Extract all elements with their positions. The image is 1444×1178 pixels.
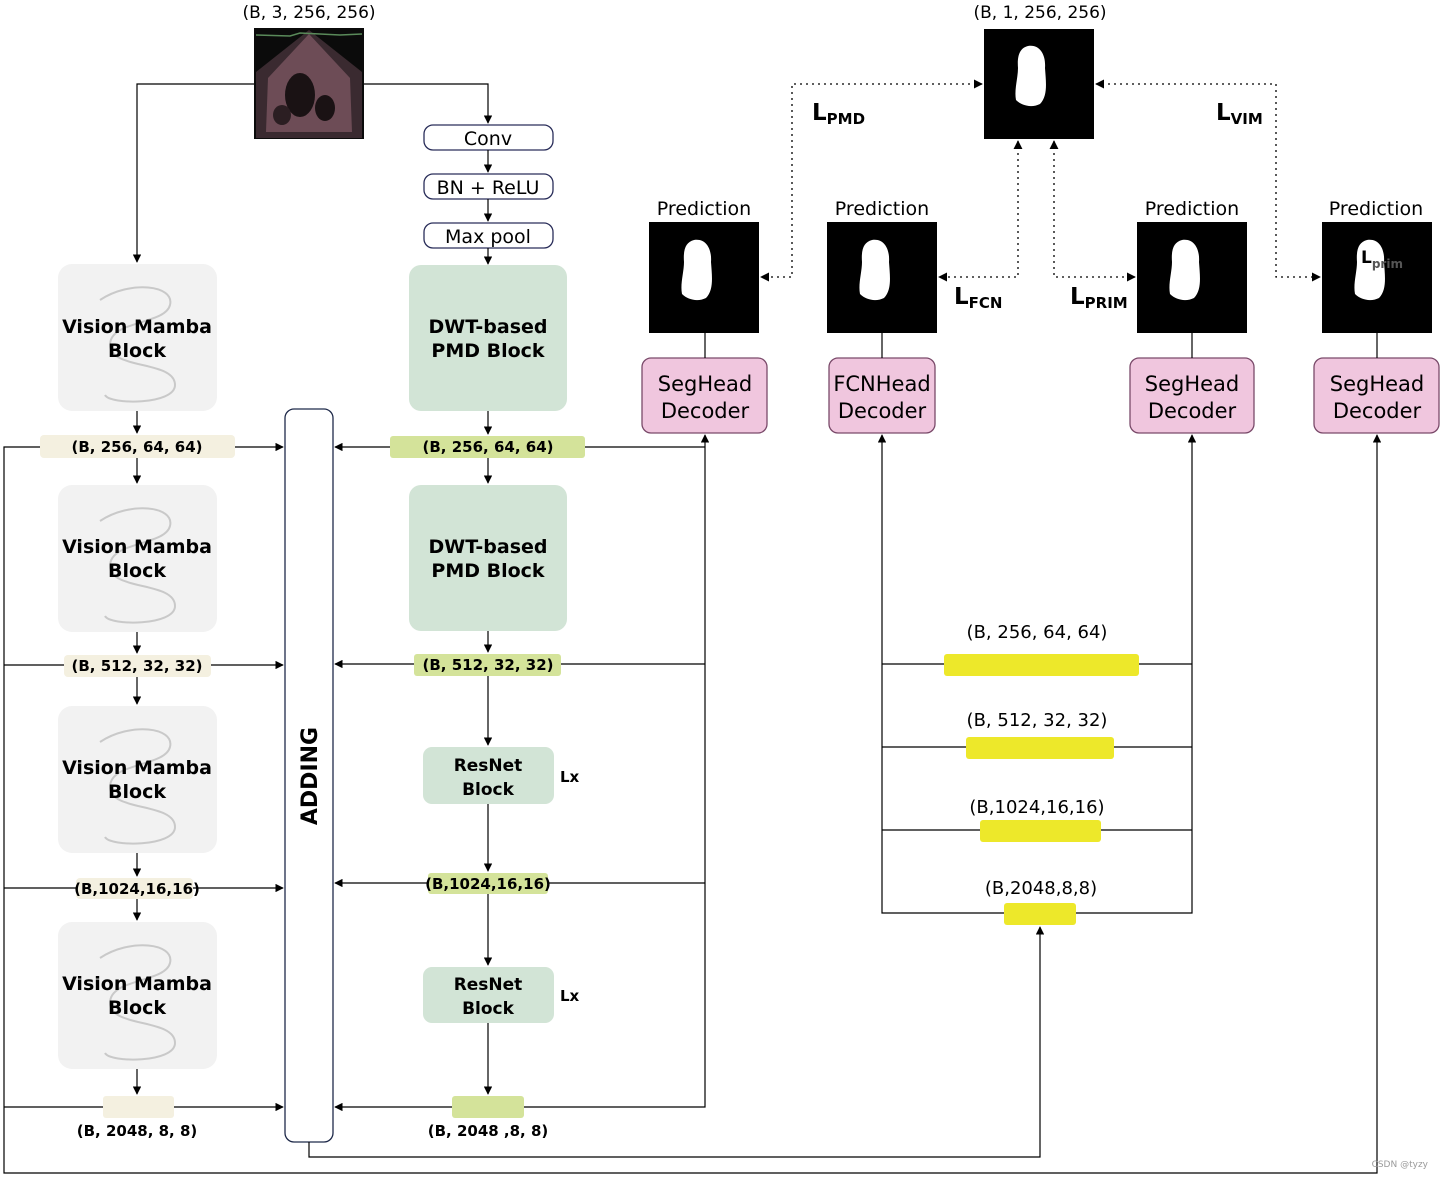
resnet-block-1-line2: Block [462, 780, 515, 800]
pmd-feature-1 [390, 436, 585, 458]
pmd-block-2-line1: DWT-based [428, 536, 547, 558]
resnet-block-2-line2: Block [462, 999, 515, 1019]
vim-block-4-line2: Block [108, 997, 166, 1019]
fused-feature-3 [980, 820, 1101, 842]
input-to-conv-arrow [364, 83, 493, 124]
seghead-decoder-4: SegHead Decoder [1313, 357, 1440, 434]
resnet-block-2-line1: ResNet [454, 975, 523, 995]
fused-feature-3-label: (B,1024,16,16) [969, 797, 1104, 818]
loss-vim-label: LVIM [1216, 100, 1263, 128]
vim-block-2: Vision Mamba Block [58, 485, 217, 632]
fcnhead-decoder-line2: Decoder [838, 399, 927, 423]
pmd-feature-2 [414, 654, 561, 676]
seghead-decoder-1: SegHead Decoder [641, 357, 768, 434]
pmd-to-seghead-1-line [524, 434, 710, 1108]
conv-label: Conv [464, 128, 512, 150]
prediction-2-mask [827, 222, 937, 333]
seghead-decoder-3-line1: SegHead [1145, 372, 1240, 396]
vim-feature-1 [40, 435, 235, 458]
pmd-feature-4 [452, 1096, 524, 1118]
seghead-decoder-3: SegHead Decoder [1129, 357, 1255, 434]
prediction-1-mask [649, 222, 759, 333]
loss-pmd-label: LPMD [812, 100, 865, 128]
fused-to-fcnhead-line [877, 434, 1004, 914]
snake-icon [99, 728, 177, 845]
pmd-feature-4-label: (B, 2048 ,8, 8) [428, 1122, 549, 1140]
loss-fcn-label: LFCN [954, 284, 1002, 312]
fused-feature-4 [1004, 903, 1076, 925]
vim-block-4: Vision Mamba Block [58, 922, 217, 1069]
seghead-decoder-1-line1: SegHead [658, 372, 753, 396]
fused-feature-1-label: (B, 256, 64, 64) [967, 622, 1108, 643]
loss-prim-overlay: Lprim [1361, 248, 1403, 271]
resnet-block-1 [423, 747, 554, 804]
pmd-block-2-line2: PMD Block [431, 560, 545, 582]
vim-feature-4 [103, 1096, 174, 1118]
bn-relu-label: BN + ReLU [437, 177, 540, 199]
vim-feature-4-label: (B, 2048, 8, 8) [77, 1122, 198, 1140]
vim-feature-3-label: (B,1024,16,16) [74, 880, 200, 898]
snake-icon [99, 286, 177, 403]
fused-feature-1 [944, 654, 1139, 676]
prediction-1-title: Prediction [657, 198, 751, 220]
prediction-4-title: Prediction [1329, 198, 1423, 220]
vim-block-2-line2: Block [108, 560, 166, 582]
fused-feature-4-label: (B,2048,8,8) [985, 878, 1097, 899]
input-ultrasound-image [254, 28, 364, 139]
loss-prim-label: LPRIM [1070, 284, 1128, 312]
vim-block-1-line1: Vision Mamba [62, 316, 212, 338]
ground-truth-shape-label: (B, 1, 256, 256) [973, 3, 1106, 23]
seghead-decoder-1-line2: Decoder [661, 399, 750, 423]
snake-icon [99, 944, 177, 1061]
adding-to-fused-arrow [308, 926, 1045, 1158]
vim-block-2-line1: Vision Mamba [62, 536, 212, 558]
prediction-2-title: Prediction [835, 198, 929, 220]
vim-block-1: Vision Mamba Block [58, 264, 217, 411]
fused-to-seghead-3-line [1076, 434, 1197, 914]
pmd-feature-3-label: (B,1024,16,16) [425, 875, 551, 893]
fused-feature-2-label: (B, 512, 32, 32) [967, 710, 1108, 731]
vim-feature-3 [76, 878, 193, 899]
pmd-block-1-line2: PMD Block [431, 340, 545, 362]
loss-fcn-connector [938, 140, 1023, 282]
prediction-3-title: Prediction [1145, 198, 1239, 220]
seghead-decoder-3-line2: Decoder [1148, 399, 1237, 423]
vim-block-3: Vision Mamba Block [58, 706, 217, 853]
vim-block-1-line2: Block [108, 340, 166, 362]
vim-feature-2-label: (B, 512, 32, 32) [72, 657, 203, 675]
pmd-feature-3 [428, 873, 548, 894]
resnet-block-2 [423, 967, 554, 1023]
loss-vim-connector [1095, 79, 1321, 282]
input-to-vim-arrow [132, 83, 254, 263]
seghead-decoder-4-line2: Decoder [1333, 399, 1422, 423]
pmd-feature-2-label: (B, 512, 32, 32) [423, 656, 554, 674]
snake-icon [99, 507, 177, 624]
vim-block-3-line1: Vision Mamba [62, 757, 212, 779]
watermark: CSDN @tyzy [1372, 1160, 1429, 1170]
vim-block-3-line2: Block [108, 781, 166, 803]
pmd-block-1 [409, 265, 567, 411]
prediction-3-mask [1137, 222, 1247, 333]
pmd-block-2 [409, 485, 567, 631]
vim-feature-2 [64, 655, 211, 677]
adding-label: ADDING [298, 727, 323, 825]
vim-feature-1-label: (B, 256, 64, 64) [72, 438, 203, 456]
resnet-block-2-repeat: Lx [560, 987, 580, 1005]
vim-to-seghead-loop-line [3, 434, 1382, 1174]
ground-truth-mask [984, 29, 1094, 139]
prediction-4-mask [1322, 222, 1432, 333]
input-shape-label: (B, 3, 256, 256) [242, 3, 375, 23]
resnet-block-1-repeat: Lx [560, 768, 580, 786]
seghead-decoder-4-line1: SegHead [1330, 372, 1425, 396]
pmd-feature-1-label: (B, 256, 64, 64) [423, 438, 554, 456]
loss-prim-connector [1049, 140, 1136, 282]
pmd-block-1-line1: DWT-based [428, 316, 547, 338]
max-pool-label: Max pool [445, 226, 531, 248]
fcnhead-decoder-line1: FCNHead [833, 372, 930, 396]
vim-block-4-line1: Vision Mamba [62, 973, 212, 995]
resnet-block-1-line1: ResNet [454, 756, 523, 776]
fcnhead-decoder: FCNHead Decoder [828, 357, 936, 434]
fused-feature-2 [966, 737, 1114, 759]
